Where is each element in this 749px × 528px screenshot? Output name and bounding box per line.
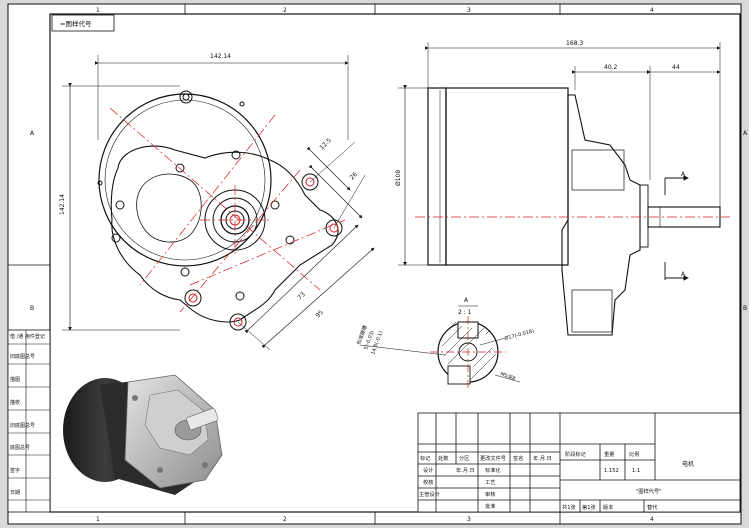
side-label-5: 底图总号 (10, 444, 30, 451)
zone-bottom-3: 3 (467, 516, 471, 523)
tb-header-3: 更改文件号 (480, 454, 506, 462)
tb-header-0: 标记 (420, 454, 430, 462)
side-label-column (7, 329, 51, 513)
dim-diag-b: 95 (314, 309, 324, 319)
tb-header-1: 处数 (438, 454, 449, 462)
tb-stage-label: 阶段标记 (565, 450, 586, 458)
tb-scale-label: 比例 (629, 450, 639, 458)
zone-top-4: 4 (650, 7, 654, 14)
tb-header-4: 签名 (513, 454, 523, 462)
front-centerlines (109, 107, 346, 313)
side-label-6: 签字 (10, 467, 20, 474)
tb-row-0-mid: 标准化 (485, 466, 501, 474)
tb-sheet-no: 第1张 (582, 503, 596, 511)
tb-row-1-mid: 工艺 (485, 479, 495, 486)
dim-diag-a: 73 (296, 291, 306, 301)
zone-right-b: B (743, 305, 747, 312)
section-callout-2: M5深8 (499, 370, 516, 382)
tb-weight-value: 1.152 (604, 468, 619, 474)
tb-product-name: 电机 (682, 460, 694, 468)
section-centerlines (430, 316, 506, 390)
zone-top-3: 3 (467, 7, 471, 14)
side-label-7: 日期 (10, 490, 20, 496)
tb-row-2-mid: 审核 (485, 490, 495, 498)
zone-top-1: 1 (96, 7, 100, 14)
side-label-2: 描图 (10, 376, 20, 383)
dim-front-width: 142.14 (210, 53, 231, 60)
dim-side-mid: 40.2 (604, 64, 618, 71)
tb-version: 版本 (603, 503, 613, 511)
tb-scale-value: 1:1 (632, 468, 640, 474)
dim-side-right: 44 (672, 64, 680, 71)
tb-row-2-left: 主管设计 (419, 490, 440, 498)
side-view (398, 42, 721, 336)
dim-small-b: 26 (348, 171, 358, 181)
title-block (417, 412, 741, 513)
zone-left-b: B (30, 305, 34, 312)
dim-front-height: 142.14 (59, 194, 66, 215)
section-a (359, 305, 521, 385)
zone-bottom-2: 2 (283, 516, 287, 523)
zone-bottom-4: 4 (650, 516, 654, 523)
tb-replace: 替代 (647, 503, 658, 511)
zone-bottom-1: 1 (96, 516, 100, 523)
tb-row-1-left: 校核 (423, 478, 433, 486)
zone-top-2: 2 (283, 7, 287, 14)
dim-side-length: 168.3 (566, 40, 583, 47)
zone-right-a: A (743, 130, 748, 137)
section-label: A (464, 297, 469, 304)
zone-ticks (8, 4, 741, 524)
tb-drawing-code: "图样代号" (636, 487, 662, 495)
tb-row-0-left: 设计 (423, 466, 433, 474)
tb-header-2: 分区 (459, 454, 469, 462)
code-stamp-box (51, 14, 115, 32)
side-label-3: 描校 (10, 399, 20, 406)
tb-row-3-mid: 批准 (485, 502, 495, 510)
section-arrow-bottom: A (681, 271, 686, 278)
dim-diameter: Ø108 (395, 170, 402, 186)
side-label-4: 旧底图总号 (10, 422, 35, 429)
iso-motor-render (63, 374, 223, 495)
tb-header-5: 年.月.日 (533, 454, 552, 462)
tb-sheets: 共1张 (562, 503, 576, 511)
tb-weight-label: 重量 (604, 450, 614, 458)
code-stamp: =图样代号 (60, 19, 92, 28)
tb-date-stub-1: 年.月.日 (456, 466, 475, 474)
side-label-0: 借 /通 用件登记 (10, 333, 45, 340)
side-label-1: 旧底图总号 (10, 353, 35, 360)
inner-frame (49, 13, 741, 513)
section-scale: 2 : 1 (458, 309, 472, 316)
zone-left-a: A (30, 130, 35, 137)
section-arrow-top: A (681, 171, 686, 178)
